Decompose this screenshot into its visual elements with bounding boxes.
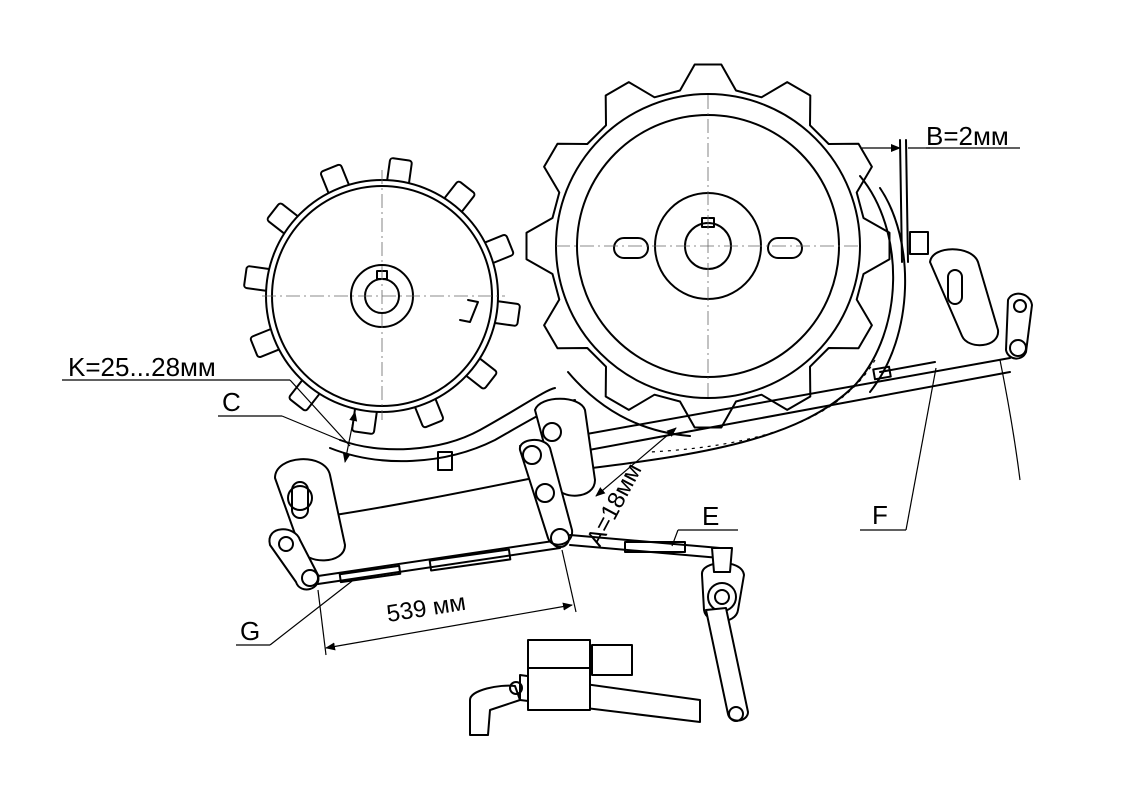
dim-539-line [325,602,573,651]
actuator-body [527,639,591,711]
rod-g-top [317,539,561,577]
callout-g-label: G [240,616,260,646]
housing-perforation [649,359,876,453]
rod-g-sleeve [428,548,512,572]
callout-f: F [860,367,937,531]
trough-left-curve [339,387,556,451]
rod-g-bottom [317,547,561,585]
left-lever [268,528,320,591]
dimension-a: A=18мм [581,427,677,551]
lower-linkage [469,547,749,736]
dimension-k: K=25...28мм [62,352,358,463]
callout-e-leader-diag [671,529,679,547]
right-stop-block [909,231,929,255]
right-bracket-slot [947,269,963,305]
center-bracket-pin [542,422,562,442]
plate-b-2 [905,139,909,263]
rod-g-turnbuckle [338,564,402,584]
trough-slot [437,451,453,471]
dim-k-label: K=25...28мм [68,352,216,382]
dim-539-ext-left [317,589,327,656]
right-drum-slot-right [767,237,803,259]
plate-b-1 [899,139,903,263]
dim-539-ext-right [561,549,577,613]
lower-arm [705,607,749,722]
actuator-mount-pin [509,681,523,695]
callout-e: E [671,501,738,547]
right-lever-pin-bottom [1009,339,1027,357]
callout-e-label: E [702,501,719,531]
right-cable [999,359,1021,481]
callout-c-leader-diag [281,415,341,441]
right-bracket [929,248,1000,347]
lower-gear-bore [714,589,730,605]
actuator-mount [469,684,521,736]
dim-539-label: 539 мм [385,589,468,628]
left-roller [243,157,521,435]
center-linkage [519,397,721,559]
left-roller-notch [459,299,479,323]
callout-g-leader-diag [269,577,357,646]
dim-k-leader-diag [289,379,351,447]
right-drum-slot-left [613,237,649,259]
right-lever-pin-top [1013,299,1027,313]
callout-g: G [236,577,357,646]
callout-f-leader-diag [905,367,937,531]
center-lever-pin-bottom [550,528,570,548]
housing-outer-right-2 [869,187,907,393]
dim-a-line [595,427,677,497]
dim-b-label: B=2мм [926,121,1009,151]
left-lever-pin [278,536,294,552]
callout-c-label: C [222,387,241,417]
dimension-539: 539 мм [317,549,577,656]
callout-c: C [218,387,341,441]
center-lever-pin-mid [535,483,555,503]
dim-k-line [342,411,358,463]
center-lever-pin-top [522,445,542,465]
callout-f-label: F [872,500,888,530]
nut-right [872,365,892,381]
right-drum [525,63,891,429]
actuator-motor [591,644,633,676]
rod-e-turnbuckle [624,541,686,553]
lower-arm-pin [728,706,744,722]
left-linkage [268,458,561,591]
right-linkage [909,231,1033,481]
left-bracket-slot [291,481,309,519]
dimension-b: B=2мм [862,121,1020,152]
left-rod-end [301,569,319,587]
left-bracket-pin [287,485,313,511]
lower-link-upper [711,547,733,573]
